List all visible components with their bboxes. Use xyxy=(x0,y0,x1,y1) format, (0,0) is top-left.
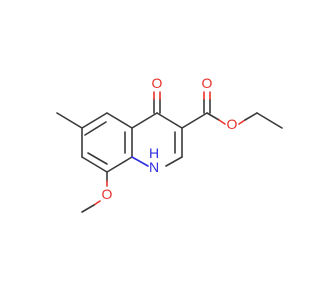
bond-c8-c7-inner xyxy=(87,152,108,165)
keto-oxygen-label: O xyxy=(152,75,163,91)
bond-oether-ch2 xyxy=(238,119,246,125)
bond-carbonyl-oether xyxy=(206,112,220,121)
bond-c8-c7 xyxy=(81,156,108,173)
methoxy-group xyxy=(81,171,108,213)
ester-carbonyl-oxygen-label: O xyxy=(202,75,213,91)
ester-ether-oxygen-label: O xyxy=(227,116,238,132)
bond-c4-c3 xyxy=(156,112,183,129)
bond-c6-c5 xyxy=(81,112,108,129)
bond-c4a-c4 xyxy=(131,112,158,129)
bond-ch2-ch3 xyxy=(256,112,283,129)
benzene-ring xyxy=(81,112,133,173)
methoxy-oxygen-label: O xyxy=(102,186,113,202)
bond-c5-c4a xyxy=(106,112,133,129)
bond-c8a-c8 xyxy=(106,156,133,173)
pyridone-ring xyxy=(131,112,183,167)
bond-n1-c8a xyxy=(131,156,149,167)
bond-omethoxy-ch3 xyxy=(93,200,101,206)
methyl-bond xyxy=(56,112,83,129)
structure-diagram: O O O O N H xyxy=(56,75,283,213)
keto-group xyxy=(153,91,161,114)
ring-nitrogen-hydrogen-label: H xyxy=(149,145,159,161)
molecule-canvas: O O O O N H xyxy=(56,75,283,213)
bond-c6-c5-inner xyxy=(84,121,107,136)
bond-c2-n1 xyxy=(165,156,183,167)
bond-c3-ccarbonyl xyxy=(181,112,208,129)
ester-group xyxy=(181,91,283,129)
ring-nitrogen-label: N xyxy=(149,159,159,175)
